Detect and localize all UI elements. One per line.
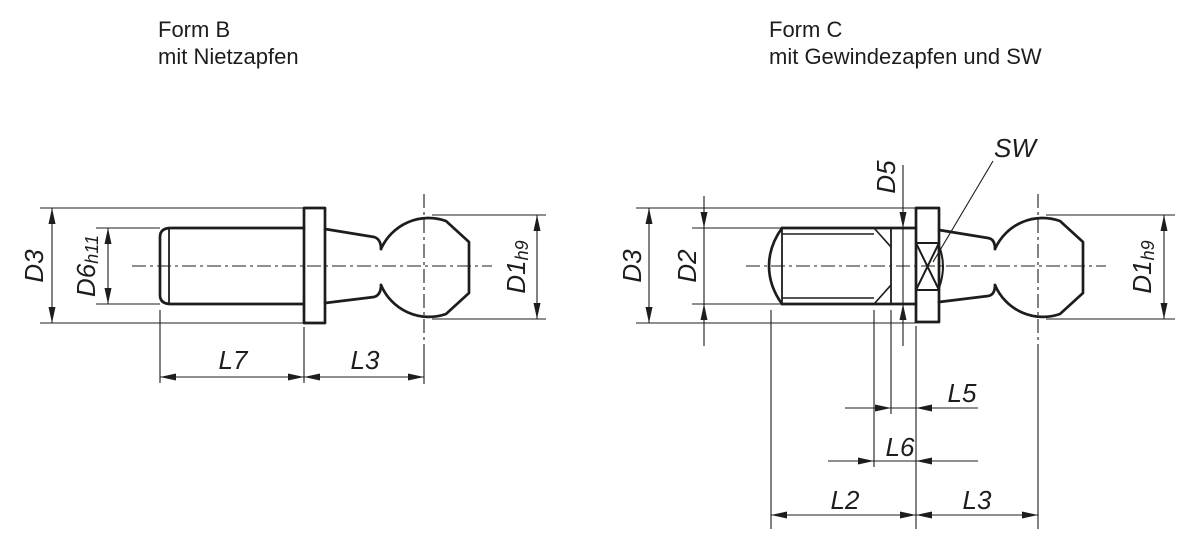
- neck-taper-bottom: [323, 283, 383, 305]
- dimension-label-l2: L2: [831, 485, 860, 515]
- arrow-right-icon: [875, 404, 891, 412]
- arrow-left-icon: [771, 511, 787, 519]
- arrow-down-icon: [533, 303, 541, 319]
- arrow-down-icon: [700, 212, 708, 228]
- ball-outline: [993, 216, 1085, 319]
- form-c-title-line2: mit Gewindezapfen und SW: [769, 44, 1042, 69]
- arrow-down-icon: [1160, 303, 1168, 319]
- dimension-label-l3-c: L3: [963, 485, 992, 515]
- dimension-d3-b: D3: [19, 207, 304, 324]
- dimension-label-l3-b: L3: [351, 345, 380, 375]
- arrow-left-icon: [160, 373, 176, 381]
- dimension-l6-c: L6: [828, 310, 978, 467]
- form-c-view: D3 D2 D5 SW: [617, 133, 1175, 529]
- dimension-label-d3-b: D3: [19, 249, 49, 283]
- form-c-centerlines: [746, 194, 1106, 529]
- arrow-right-icon: [408, 373, 424, 381]
- dimension-d1-c: D1h9: [1046, 214, 1175, 320]
- arrow-down-icon: [48, 307, 56, 323]
- dimension-label-l6: L6: [886, 432, 915, 462]
- dimension-label-d5-c: D5: [871, 160, 901, 194]
- form-c-part: [767, 206, 1085, 324]
- form-b-centerlines: [132, 194, 492, 384]
- arrow-right-icon: [858, 457, 874, 465]
- arrow-up-icon: [104, 228, 112, 244]
- form-b-title-line2: mit Nietzapfen: [158, 44, 299, 69]
- arrow-up-icon: [1160, 215, 1168, 231]
- dimension-label-d6-b: D6h11: [71, 235, 102, 297]
- form-b-view: D3 D6h11 D1h9: [19, 194, 546, 384]
- arrow-up-icon: [48, 208, 56, 224]
- thread-runout-bottom: [873, 284, 892, 305]
- dimension-label-d3-c: D3: [617, 249, 647, 283]
- dimension-l7-l3-b: L7 L3: [159, 310, 424, 383]
- dimension-label-l5: L5: [948, 378, 977, 408]
- ball-outline: [379, 216, 471, 319]
- form-c-title-line1: Form C: [769, 17, 843, 42]
- dimension-d5-c: D5: [871, 160, 907, 346]
- dimension-l2-l3-c: L2 L3: [770, 310, 1038, 529]
- arrow-right-icon: [1022, 511, 1038, 519]
- thread-dome-end: [767, 226, 784, 306]
- neck-taper-top: [937, 228, 997, 251]
- hex-collar: [914, 206, 941, 324]
- dimension-l5-c: L5: [845, 310, 978, 414]
- arrow-up-icon: [700, 304, 708, 320]
- arrow-up-icon: [645, 208, 653, 224]
- arrow-left-icon: [304, 373, 320, 381]
- leader-line: [932, 160, 994, 263]
- dimension-d1-b: D1h9: [432, 214, 546, 320]
- form-b-title: Form B mit Nietzapfen: [158, 16, 299, 70]
- form-c-title: Form C mit Gewindezapfen und SW: [769, 16, 1042, 70]
- dimension-d3-c: D3: [617, 207, 916, 324]
- dimension-d6-b: D6h11: [71, 227, 160, 305]
- dimension-label-l7: L7: [219, 345, 249, 375]
- arrow-right-icon: [288, 373, 304, 381]
- form-b-title-line1: Form B: [158, 17, 231, 42]
- thread-runout-top: [873, 227, 892, 248]
- dimension-d2-c: D2: [672, 196, 783, 346]
- arrow-right-icon: [900, 511, 916, 519]
- arrow-left-icon: [916, 457, 932, 465]
- dimension-label-d1-b: D1h9: [501, 240, 532, 293]
- arrow-left-icon: [916, 404, 932, 412]
- arrow-up-icon: [533, 215, 541, 231]
- collar-flange: [302, 206, 327, 325]
- arrow-down-icon: [645, 307, 653, 323]
- dimension-label-sw: SW: [994, 133, 1038, 163]
- arrow-down-icon: [899, 212, 907, 228]
- dimension-label-d2-c: D2: [672, 249, 702, 283]
- arrow-up-icon: [899, 304, 907, 320]
- dimension-label-d1-c: D1h9: [1127, 240, 1158, 293]
- arrow-left-icon: [916, 511, 932, 519]
- arrow-down-icon: [104, 288, 112, 304]
- callout-sw: SW: [932, 133, 1038, 263]
- neck-taper-bottom: [937, 283, 997, 304]
- neck-taper-top: [323, 227, 383, 251]
